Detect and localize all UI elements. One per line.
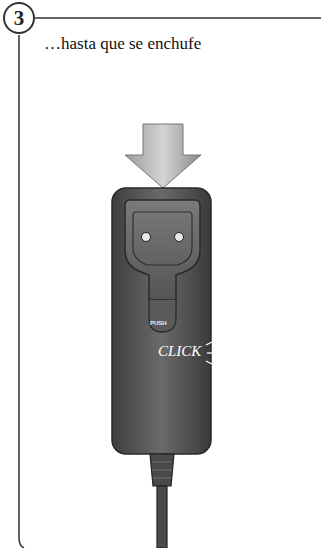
push-tab — [149, 300, 176, 332]
plug-pin — [175, 233, 184, 242]
frame-line — [19, 35, 24, 548]
plug-recess — [133, 212, 192, 265]
step-text: …hasta que se enchufe — [44, 34, 201, 54]
plug-face — [125, 200, 200, 300]
plug-pin — [142, 233, 151, 242]
push-arrow — [125, 124, 201, 188]
push-label: PUSH — [150, 320, 167, 326]
strain-relief — [150, 454, 174, 486]
click-label: CLICK — [158, 343, 201, 360]
frame-line — [35, 17, 321, 19]
step-number-circle: 3 — [3, 2, 35, 34]
step-number: 3 — [14, 8, 25, 29]
adapter-body — [112, 188, 211, 454]
cable — [157, 486, 167, 548]
click-sparkle — [206, 339, 222, 367]
strain-ribs — [152, 462, 172, 478]
